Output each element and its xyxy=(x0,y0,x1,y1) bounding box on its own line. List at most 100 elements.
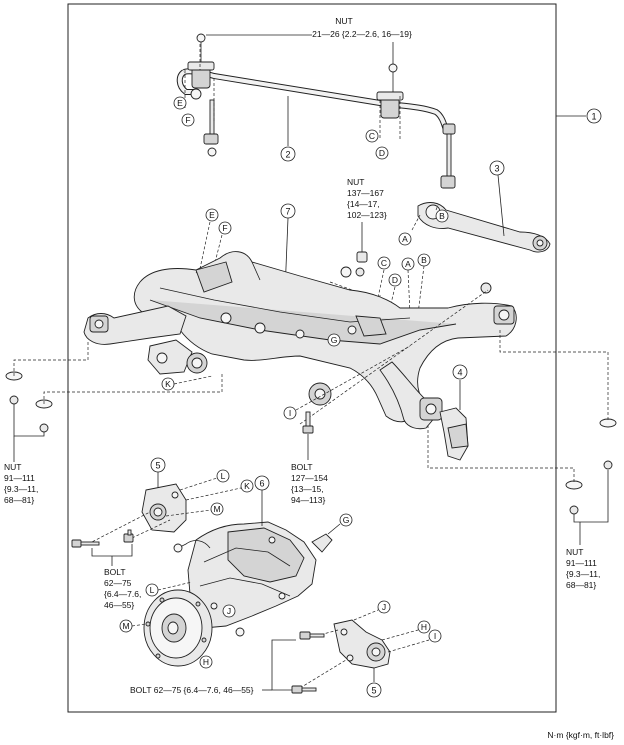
rear-crossmember xyxy=(133,251,517,423)
letter-G-diff: G xyxy=(339,513,353,527)
letter-L-diff: L xyxy=(145,583,159,597)
stabilizer-bushing-right xyxy=(376,63,404,119)
letter-D-frame: D xyxy=(388,273,402,287)
nut-right-line1: 91—111 xyxy=(566,558,597,568)
bolt-mid-line1: 127—154 xyxy=(291,473,328,483)
stabilizer-bar xyxy=(176,68,449,131)
svg-text:K: K xyxy=(165,379,171,389)
svg-text:4: 4 xyxy=(457,368,462,378)
callout-3: 3 xyxy=(489,160,505,237)
svg-text:E: E xyxy=(209,210,215,220)
left-mount-washers xyxy=(5,371,53,433)
nut-mid-title: NUT xyxy=(347,177,364,187)
letter-K-frame: K xyxy=(161,377,175,391)
letter-H-bracket: H xyxy=(417,620,431,634)
svg-text:G: G xyxy=(343,515,350,525)
diagram-frame xyxy=(67,3,557,713)
nut-left-line3: 68—81} xyxy=(4,495,34,505)
svg-text:K: K xyxy=(244,481,250,491)
svg-text:2: 2 xyxy=(285,150,290,160)
lower-arm-left xyxy=(83,305,208,375)
letter-B-frame: B xyxy=(417,253,431,267)
svg-text:3: 3 xyxy=(494,164,499,174)
callout-6: 6 xyxy=(254,475,270,526)
part-4-bracket xyxy=(439,407,469,461)
nut-left-title: NUT xyxy=(4,462,21,472)
stabilizer-link-right xyxy=(440,123,456,189)
letter-J-bracket: J xyxy=(377,600,391,614)
svg-text:5: 5 xyxy=(371,686,376,696)
bolt-left-title: BOLT xyxy=(104,567,126,577)
bolt-left-line2: {6.4—7.6, xyxy=(104,589,141,599)
rear-differential xyxy=(143,521,341,667)
svg-text:7: 7 xyxy=(285,207,290,217)
nut-right-line2: {9.3—11, xyxy=(566,569,600,579)
nut-right-title: NUT xyxy=(566,547,583,557)
letter-K-upper: K xyxy=(240,479,254,493)
differential-mount-bracket-upper xyxy=(141,483,187,533)
letter-A-frame: A xyxy=(401,257,415,271)
letter-D-top: D xyxy=(375,146,389,160)
letter-C-top: C xyxy=(365,129,379,143)
svg-text:C: C xyxy=(369,131,375,141)
svg-text:L: L xyxy=(150,585,155,595)
callout-2: 2 xyxy=(280,96,296,162)
letter-F-frame: F xyxy=(218,221,232,235)
svg-text:H: H xyxy=(203,657,209,667)
bolt-mid-line2: {13—15, xyxy=(291,484,324,494)
letter-H-diff: H xyxy=(199,655,213,669)
callout-1: 1 xyxy=(556,108,602,124)
svg-text:D: D xyxy=(379,148,385,158)
bolts-bottom xyxy=(291,631,325,694)
svg-text:L: L xyxy=(221,471,226,481)
letter-I-frame: I xyxy=(283,406,297,420)
letter-B-arm: B xyxy=(435,209,449,223)
bolt-mid-line3: 94—113} xyxy=(291,495,326,505)
svg-text:M: M xyxy=(122,621,129,631)
svg-text:D: D xyxy=(392,275,398,285)
nut-top-value: 21—26 {2.2—2.6, 16—19} xyxy=(312,29,412,39)
upper-arm xyxy=(417,202,551,253)
svg-text:A: A xyxy=(405,259,411,269)
svg-text:1: 1 xyxy=(591,112,596,122)
svg-text:A: A xyxy=(402,234,408,244)
nut-left-line1: 91—111 xyxy=(4,473,35,483)
differential-mount-bracket-lower xyxy=(333,619,391,669)
letter-A-arm: A xyxy=(398,232,412,246)
units-note: N·m {kgf·m, ft·lbf} xyxy=(547,730,614,740)
letter-G-frame: G xyxy=(327,333,341,347)
svg-text:J: J xyxy=(382,602,386,612)
svg-text:J: J xyxy=(227,606,231,616)
bolt-left-line3: 46—55} xyxy=(104,600,134,610)
lower-arm-right xyxy=(379,282,515,430)
bolts-left xyxy=(71,529,134,548)
callout-4: 4 xyxy=(452,364,468,410)
letter-L-upper: L xyxy=(216,469,230,483)
letter-E-top: E xyxy=(173,96,187,110)
nut-mid-line1: 137—167 xyxy=(347,188,384,198)
nut-mid-line2: {14—17, xyxy=(347,199,380,209)
letter-E-frame: E xyxy=(205,208,219,222)
callout-5-upper: 5 xyxy=(150,457,166,488)
letter-F-top: F xyxy=(181,113,195,127)
bolt-left-line1: 62—75 xyxy=(104,578,132,588)
svg-text:I: I xyxy=(289,408,291,418)
svg-text:5: 5 xyxy=(155,461,160,471)
letter-I-bracket: I xyxy=(428,629,442,643)
subframe-bushing xyxy=(308,382,332,406)
letter-J-diff: J xyxy=(222,604,236,618)
svg-text:H: H xyxy=(421,622,427,632)
bolt-mid-title: BOLT xyxy=(291,462,313,472)
letter-C-frame: C xyxy=(377,256,391,270)
svg-text:B: B xyxy=(439,211,445,221)
svg-text:C: C xyxy=(381,258,387,268)
letter-M-upper: M xyxy=(210,502,224,516)
svg-text:I: I xyxy=(434,631,436,641)
stabilizer-bushing-left xyxy=(187,33,215,89)
nut-top-title: NUT xyxy=(335,16,352,26)
svg-text:F: F xyxy=(222,223,227,233)
svg-text:M: M xyxy=(213,504,220,514)
stabilizer-link-left xyxy=(190,88,219,157)
letter-M-diff: M xyxy=(119,619,133,633)
